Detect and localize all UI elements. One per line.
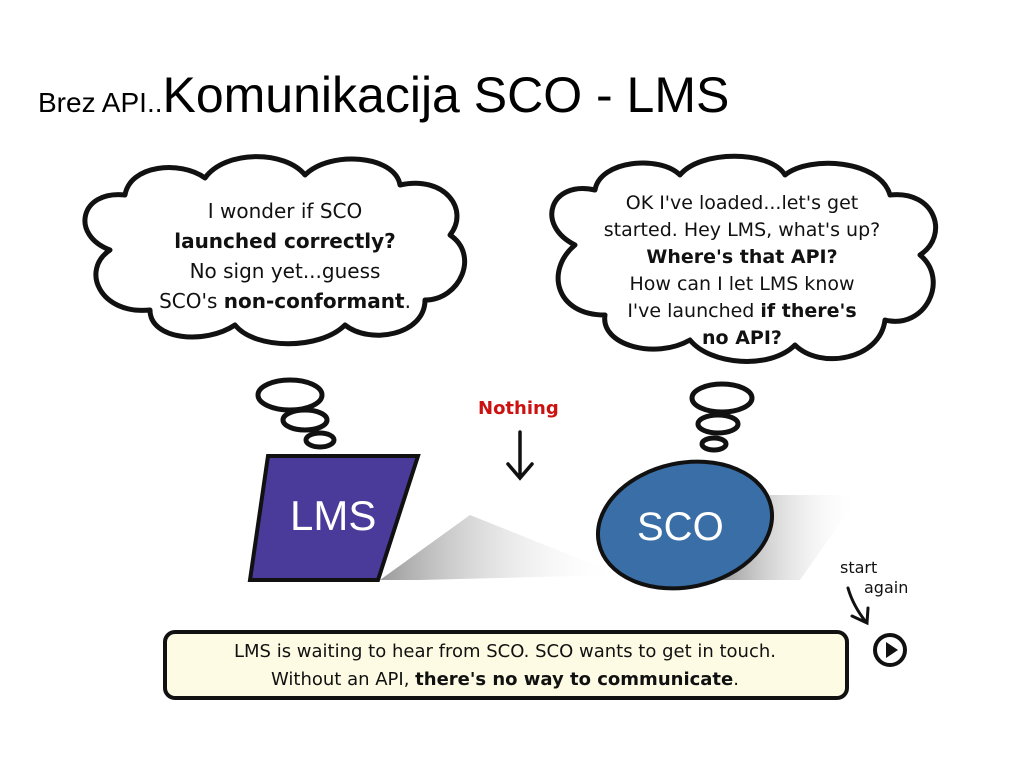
play-button[interactable] <box>872 632 908 668</box>
caption-line-2-end: . <box>733 669 739 690</box>
left-thought-dot-1 <box>255 377 325 413</box>
caption-box <box>163 630 849 700</box>
caption-line-2-normal: Without an API, <box>271 669 416 690</box>
right-line-5-bold: if there's <box>760 300 857 322</box>
left-line-1: I wonder if SCO <box>207 199 363 223</box>
left-line-4: SCO's non-conformant. <box>120 286 450 316</box>
caption-line-1: LMS is waiting to hear from SCO. SCO wan… <box>234 641 776 662</box>
play-icon <box>886 642 898 658</box>
lms-box <box>247 454 421 582</box>
left-thought-text: I wonder if SCO launched correctly? No s… <box>120 196 450 316</box>
left-thought-dot-2 <box>280 407 330 433</box>
right-thought-dot-3 <box>699 435 729 453</box>
right-line-3-bold: Where's that API? <box>646 246 838 268</box>
right-thought-dot-2 <box>695 412 741 436</box>
again-label: again <box>864 578 909 597</box>
right-line-5: I've launched if there's <box>572 298 912 325</box>
title-prefix: Brez API.. <box>38 87 163 118</box>
left-line-4-normal: SCO's <box>159 289 224 313</box>
right-thought-dot-1 <box>689 381 755 415</box>
left-thought-dot-3 <box>303 430 337 450</box>
start-label: start <box>840 558 878 577</box>
right-line-3: Where's that API? <box>572 244 912 271</box>
right-line-4: How can I let LMS know <box>629 273 855 295</box>
start-again-arrow <box>846 586 870 626</box>
nothing-arrow <box>506 430 534 481</box>
left-thought-cloud <box>82 154 468 347</box>
right-thought-text: OK I've loaded...let's get started. Hey … <box>572 190 912 352</box>
sco-shadow <box>720 495 860 580</box>
caption-text: LMS is waiting to hear from SCO. SCO wan… <box>170 638 840 694</box>
caption-line-2: Without an API, there's no way to commun… <box>170 666 840 694</box>
caption-line-2-bold: there's no way to communicate <box>415 669 734 690</box>
right-line-2: started. Hey LMS, what's up? <box>603 219 881 241</box>
left-line-4-end: . <box>404 289 411 313</box>
left-line-3: No sign yet...guess <box>189 259 381 283</box>
lms-shadow <box>380 515 620 580</box>
lms-label: LMS <box>290 492 377 539</box>
right-line-1: OK I've loaded...let's get <box>625 192 859 214</box>
left-line-4-bold: non-conformant <box>223 289 405 313</box>
right-line-5-normal: I've launched <box>627 300 761 322</box>
right-line-6: no API? <box>572 325 912 352</box>
right-line-6-bold: no API? <box>702 327 782 349</box>
sco-ellipse <box>595 459 775 591</box>
nothing-label: Nothing <box>478 398 559 419</box>
right-thought-cloud <box>549 153 939 364</box>
slide-title: Brez API..Komunikacija SCO - LMS <box>38 66 729 124</box>
sco-label: SCO <box>637 505 724 549</box>
left-line-2: launched correctly? <box>120 226 450 256</box>
title-main: Komunikacija SCO - LMS <box>162 67 730 123</box>
left-line-2-bold: launched correctly? <box>174 229 396 253</box>
